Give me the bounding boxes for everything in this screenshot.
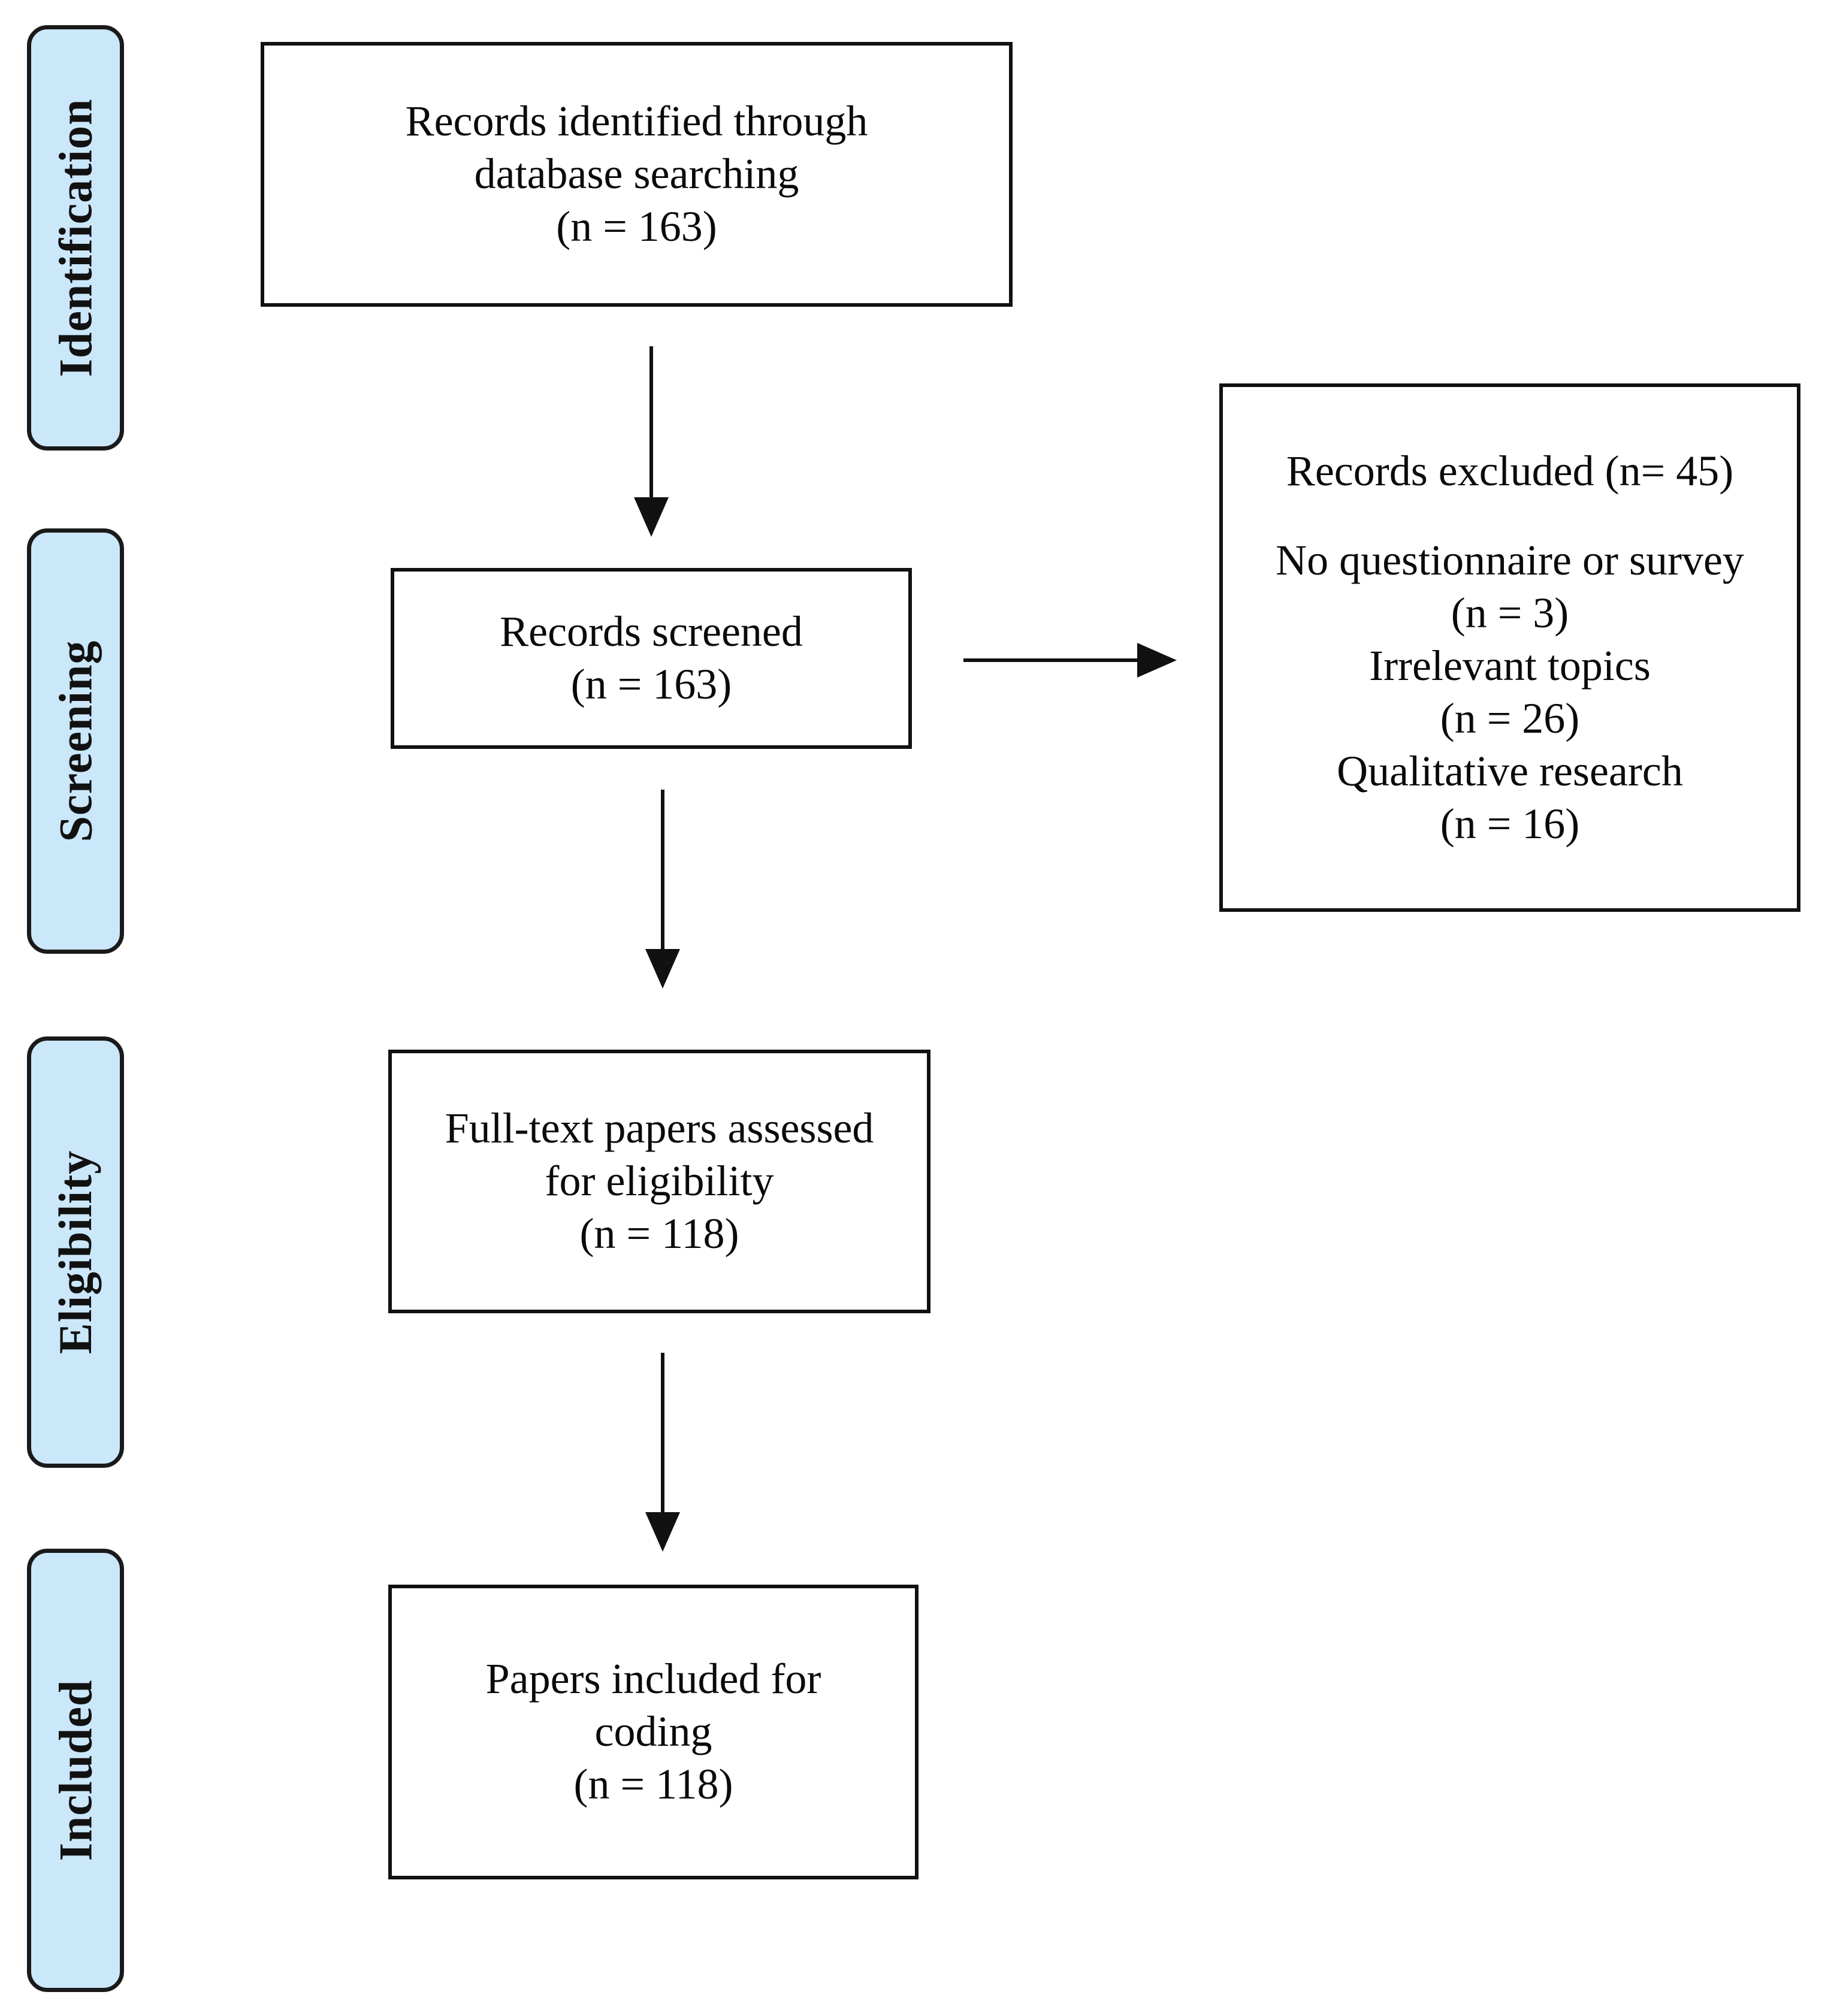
box-records-screened-count: (n = 163) (570, 660, 732, 708)
box-records-excluded-reason-1: No questionnaire or survey (1276, 536, 1744, 585)
arrow-head (645, 1512, 680, 1552)
box-records-identified: Records identified through database sear… (261, 42, 1013, 307)
box-records-excluded-heading: Records excluded (n= 45) (1286, 446, 1734, 495)
box-records-excluded-reason-2-count: (n = 26) (1440, 694, 1580, 742)
box-records-excluded-reason-3-count: (n = 16) (1440, 799, 1580, 848)
arrow-down-icon-screened-to-fulltext (635, 790, 689, 989)
arrow-head (1137, 643, 1177, 678)
box-fulltext-assessed: Full-text papers assessed for eligibilit… (388, 1050, 930, 1313)
box-records-excluded-reason-1-count: (n = 3) (1451, 589, 1569, 637)
arrow-shaft (661, 790, 664, 949)
arrow-down-icon-fulltext-to-included (635, 1353, 689, 1552)
box-fulltext-assessed-line-1: Full-text papers assessed (445, 1104, 874, 1153)
arrow-down-icon-identified-to-screened (624, 346, 678, 537)
box-records-identified-line-1: Records identified through (405, 97, 868, 146)
box-records-excluded: Records excluded (n= 45) No questionnair… (1219, 383, 1800, 912)
stage-label-included: Included (27, 1549, 124, 1992)
box-records-excluded-reason-3: Qualitative research (1337, 746, 1683, 795)
arrow-shaft (963, 658, 1137, 662)
stage-label-screening-text: Screening (49, 640, 102, 842)
stage-label-eligibility-text: Eligibility (49, 1150, 101, 1355)
stage-label-identification-text: Identification (49, 98, 102, 377)
stage-label-identification: Identification (27, 25, 124, 451)
stage-label-screening: Screening (27, 528, 124, 954)
arrow-shaft (661, 1353, 664, 1512)
box-fulltext-assessed-count: (n = 118) (579, 1209, 739, 1258)
box-papers-included: Papers included for coding (n = 118) (388, 1585, 919, 1879)
box-records-identified-count: (n = 163) (556, 202, 717, 250)
box-papers-included-line-1: Papers included for (485, 1655, 821, 1703)
arrow-right-icon-screened-to-excluded (963, 636, 1177, 684)
arrow-head (645, 949, 680, 989)
box-records-excluded-reason-2: Irrelevant topics (1369, 642, 1651, 690)
box-papers-included-line-2: coding (594, 1707, 712, 1756)
box-papers-included-count: (n = 118) (573, 1760, 733, 1808)
arrow-shaft (649, 346, 653, 497)
stage-label-eligibility: Eligibility (27, 1036, 124, 1468)
arrow-head (634, 497, 669, 537)
box-records-screened-line-1: Records screened (500, 607, 803, 656)
box-records-screened: Records screened (n = 163) (391, 568, 912, 749)
box-fulltext-assessed-line-2: for eligibility (545, 1157, 774, 1205)
stage-label-included-text: Included (49, 1679, 102, 1861)
box-records-identified-line-2: database searching (474, 150, 799, 198)
